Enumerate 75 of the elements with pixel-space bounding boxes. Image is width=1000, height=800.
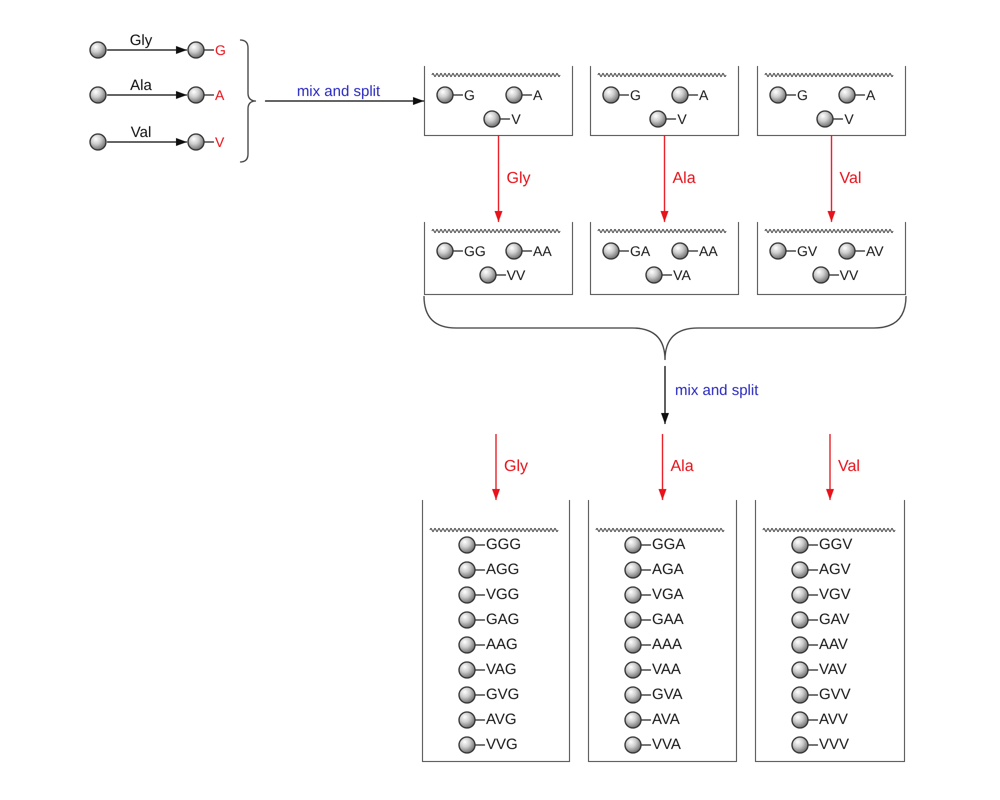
- sequence-label: VVV: [819, 736, 850, 754]
- sequence-label: V: [215, 133, 224, 151]
- reaction-vessel: [424, 66, 573, 136]
- edge-label: Gly: [502, 458, 530, 476]
- sequence-label: VVA: [652, 736, 681, 754]
- sequence-label: VGG: [486, 586, 520, 604]
- sequence-label: VV: [506, 266, 526, 284]
- reaction-vessel: [424, 222, 573, 295]
- sequence-label: G: [630, 86, 641, 104]
- reaction-vessel: [588, 500, 737, 762]
- arrow: [660, 136, 668, 222]
- arrow: [265, 97, 424, 105]
- sequence-label: GGV: [819, 536, 852, 554]
- sequence-label: A: [533, 86, 542, 104]
- reaction-vessel: [422, 500, 570, 762]
- sequence-label: GA: [630, 242, 650, 260]
- sequence-label: GAV: [819, 611, 850, 629]
- arrow: [658, 434, 666, 500]
- sequence-label: VAA: [652, 661, 681, 679]
- sequence-label: AVG: [486, 711, 517, 729]
- sequence-label: GVG: [486, 686, 520, 704]
- arrow: [107, 138, 187, 146]
- sequence-label: AAG: [486, 636, 518, 654]
- arrow: [492, 434, 500, 500]
- sequence-label: G: [215, 41, 226, 59]
- sequence-label: V: [677, 110, 687, 128]
- sequence-label: V: [844, 110, 854, 128]
- bead-icon: [89, 86, 107, 104]
- sequence-label: AGV: [819, 561, 851, 579]
- reaction-vessel: [755, 500, 905, 762]
- sequence-label: VV: [840, 266, 858, 284]
- edge-label: Gly: [504, 170, 532, 188]
- arrow: [826, 434, 834, 500]
- sequence-label: AGA: [652, 561, 684, 579]
- sequence-label: VA: [673, 266, 691, 284]
- reaction-vessel: [590, 66, 739, 136]
- sequence-label: GGG: [486, 536, 522, 554]
- bead-icon: [89, 41, 107, 59]
- sequence-label: A: [866, 86, 876, 104]
- sequence-label: AA: [533, 242, 552, 260]
- arrow: [107, 91, 187, 99]
- edge-label: Gly: [128, 32, 154, 49]
- sequence-label: AAA: [652, 636, 682, 654]
- edge-label: mix and split: [294, 82, 382, 100]
- arrow: [494, 136, 502, 222]
- sequence-label: V: [511, 110, 521, 128]
- reaction-vessel: [757, 66, 906, 136]
- sequence-label: VGV: [819, 586, 851, 604]
- arrow: [107, 46, 187, 54]
- sequence-label: GV: [797, 242, 818, 260]
- step-label: mix and split: [675, 382, 758, 400]
- reaction-vessel: [757, 222, 906, 295]
- sequence-label: AVA: [652, 711, 680, 729]
- sequence-label: AA: [699, 242, 718, 260]
- sequence-label: A: [215, 86, 224, 104]
- sequence-label: GG: [464, 242, 486, 260]
- sequence-label: A: [699, 86, 708, 104]
- sequence-label: GAG: [486, 611, 520, 629]
- sequence-label: GVV: [819, 686, 851, 704]
- sequence-label: AGG: [486, 561, 520, 579]
- sequence-label: VVG: [486, 736, 518, 754]
- sequence-label: GGA: [652, 536, 686, 554]
- sequence-label: VGA: [652, 586, 684, 604]
- sequence-label: AV: [866, 242, 884, 260]
- arrow: [828, 136, 836, 222]
- sequence-label: GAA: [652, 611, 684, 629]
- sequence-label: G: [797, 86, 808, 104]
- sequence-label: VAV: [819, 661, 847, 679]
- bead-icon: [89, 133, 107, 151]
- sequence-label: GVA: [652, 686, 683, 704]
- sequence-label: AVV: [819, 711, 848, 729]
- sequence-label: VAG: [486, 661, 517, 679]
- sequence-label: G: [464, 86, 475, 104]
- reaction-vessel: [590, 222, 739, 295]
- sequence-label: AAV: [819, 636, 848, 654]
